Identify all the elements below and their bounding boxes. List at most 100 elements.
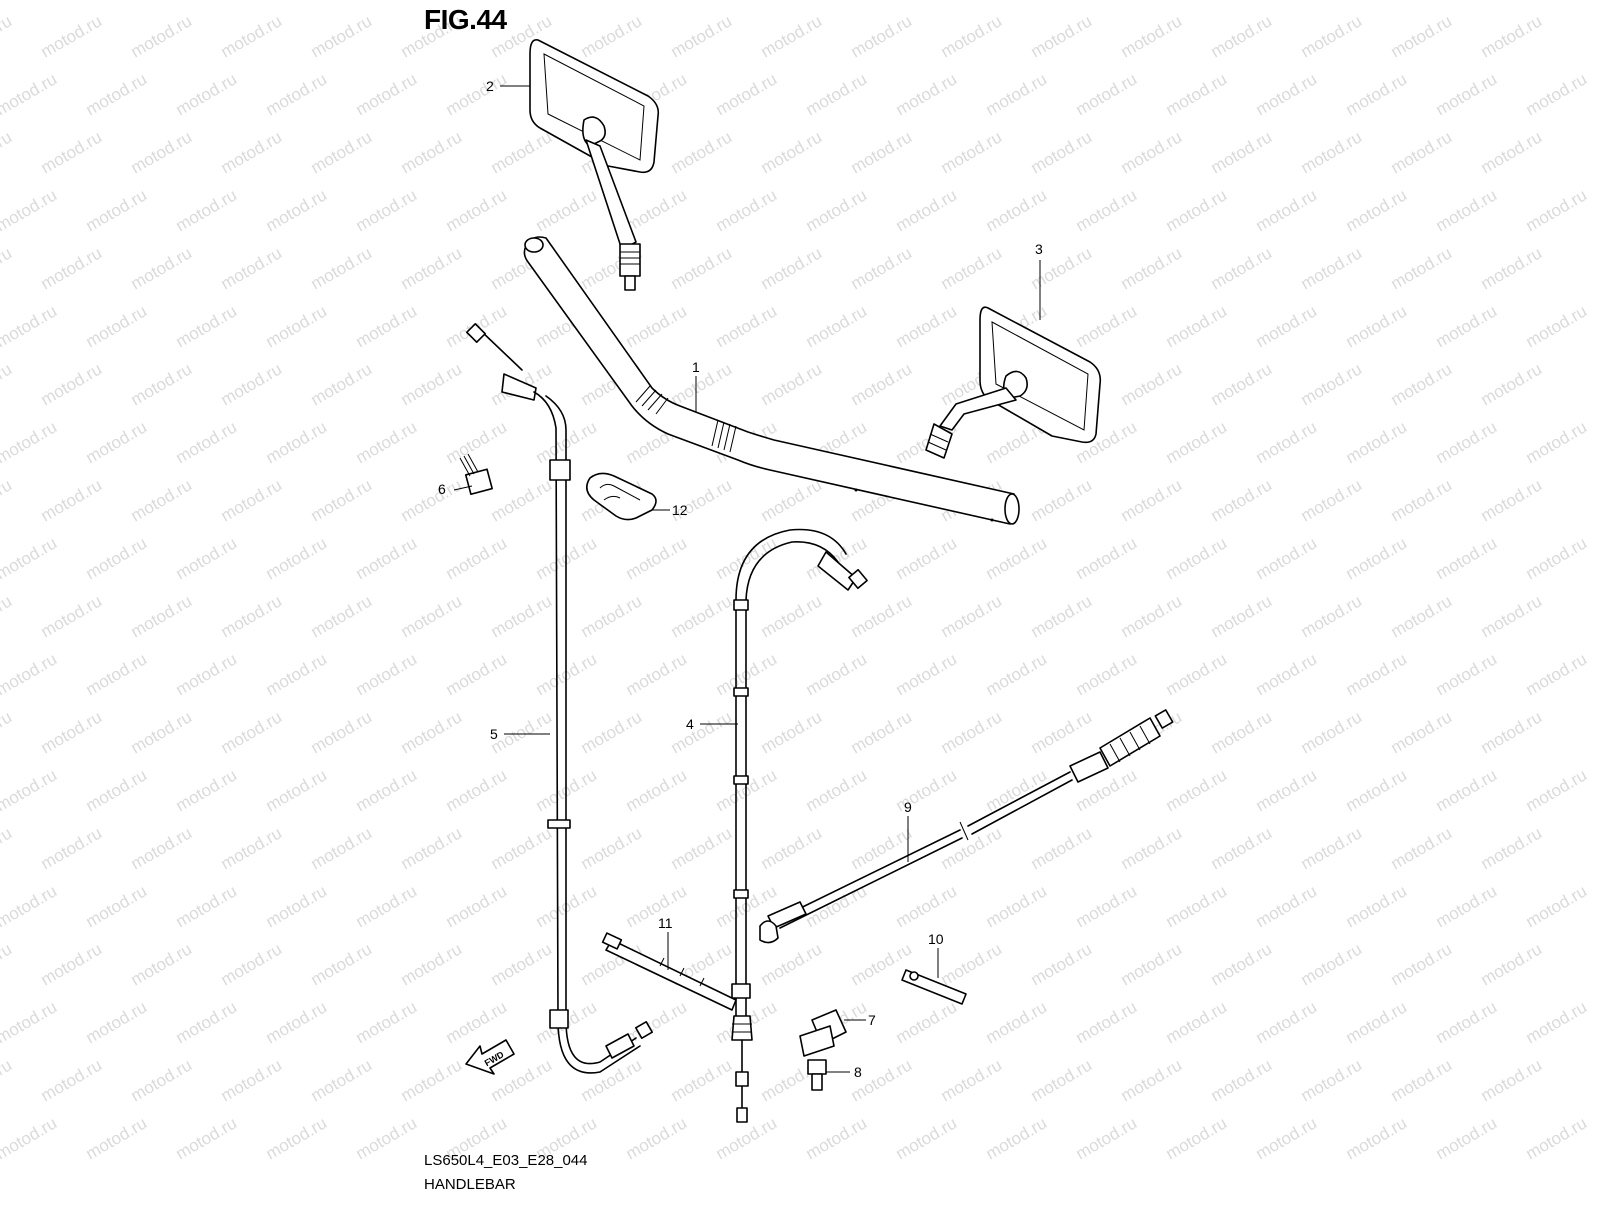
- watermark-text: motod.ru: [623, 1113, 691, 1163]
- watermark-text: motod.ru: [1523, 1113, 1591, 1163]
- watermark-text: motod.ru: [1478, 591, 1546, 641]
- watermark-text: motod.ru: [1433, 0, 1501, 3]
- watermark-text: motod.ru: [1298, 939, 1366, 989]
- watermark-text: motod.ru: [1208, 707, 1276, 757]
- watermark-text: motod.ru: [263, 1113, 331, 1163]
- watermark-text: motod.ru: [1298, 591, 1366, 641]
- callout-4: 4: [686, 716, 694, 732]
- watermark-text: motod.ru: [1208, 127, 1276, 177]
- watermark-text: motod.ru: [0, 417, 60, 467]
- watermark-text: motod.ru: [38, 1055, 106, 1105]
- watermark-text: motod.ru: [1343, 417, 1411, 467]
- watermark-text: motod.ru: [668, 823, 736, 873]
- watermark-text: motod.ru: [983, 185, 1051, 235]
- watermark-text: motod.ru: [398, 243, 466, 293]
- watermark-text: motod.ru: [578, 591, 646, 641]
- part-9-clutch-cable: [759, 709, 1174, 944]
- watermark-text: motod.ru: [443, 997, 511, 1047]
- watermark-text: motod.ru: [1118, 11, 1186, 61]
- watermark-text: motod.ru: [398, 823, 466, 873]
- watermark-text: motod.ru: [1028, 707, 1096, 757]
- watermark-text: motod.ru: [1388, 127, 1456, 177]
- watermark-text: motod.ru: [443, 185, 511, 235]
- watermark-text: motod.ru: [893, 649, 961, 699]
- watermark-text: motod.ru: [398, 359, 466, 409]
- watermark-text: motod.ru: [38, 243, 106, 293]
- watermark-text: motod.ru: [1433, 765, 1501, 815]
- watermark-text: motod.ru: [83, 881, 151, 931]
- watermark-text: motod.ru: [443, 0, 511, 3]
- watermark-text: motod.ru: [488, 823, 556, 873]
- watermark-text: motod.ru: [308, 359, 376, 409]
- watermark-text: motod.ru: [1208, 591, 1276, 641]
- watermark-text: motod.ru: [668, 591, 736, 641]
- watermark-text: motod.ru: [1163, 0, 1231, 3]
- watermark-text: motod.ru: [1028, 475, 1096, 525]
- watermark-text: motod.ru: [173, 533, 241, 583]
- callout-2: 2: [486, 78, 494, 94]
- watermark-text: motod.ru: [1523, 997, 1591, 1047]
- watermark-text: motod.ru: [1253, 881, 1321, 931]
- watermark-text: motod.ru: [353, 765, 421, 815]
- watermark-text: motod.ru: [1523, 765, 1591, 815]
- watermark-text: motod.ru: [1478, 939, 1546, 989]
- watermark-text: motod.ru: [623, 533, 691, 583]
- watermark-text: motod.ru: [758, 359, 826, 409]
- watermark-text: motod.ru: [803, 185, 871, 235]
- watermark-text: motod.ru: [263, 649, 331, 699]
- watermark-text: motod.ru: [128, 591, 196, 641]
- watermark-text: motod.ru: [1073, 997, 1141, 1047]
- watermark-text: motod.ru: [0, 475, 15, 525]
- watermark-text: motod.ru: [893, 765, 961, 815]
- watermark-text: motod.ru: [1433, 1113, 1501, 1163]
- watermark-text: motod.ru: [263, 417, 331, 467]
- watermark-text: motod.ru: [0, 1055, 15, 1105]
- watermark-text: motod.ru: [893, 0, 961, 3]
- watermark-text: motod.ru: [1028, 11, 1096, 61]
- watermark-text: motod.ru: [1343, 185, 1411, 235]
- watermark-text: motod.ru: [128, 475, 196, 525]
- watermark-text: motod.ru: [353, 649, 421, 699]
- watermark-text: motod.ru: [848, 127, 916, 177]
- watermark-text: motod.ru: [1298, 823, 1366, 873]
- watermark-text: motod.ru: [1073, 301, 1141, 351]
- watermark-text: motod.ru: [623, 185, 691, 235]
- watermark-text: motod.ru: [353, 301, 421, 351]
- watermark-text: motod.ru: [1523, 533, 1591, 583]
- watermark-text: motod.ru: [308, 823, 376, 873]
- callout-leaders: [453, 85, 1041, 1073]
- watermark-text: motod.ru: [218, 11, 286, 61]
- watermark-text: motod.ru: [848, 591, 916, 641]
- watermark-text: motod.ru: [1433, 185, 1501, 235]
- watermark-text: motod.ru: [1388, 823, 1456, 873]
- watermark-text: motod.ru: [173, 0, 241, 3]
- watermark-text: motod.ru: [218, 939, 286, 989]
- watermark-text: motod.ru: [1253, 0, 1321, 3]
- watermark-text: motod.ru: [308, 11, 376, 61]
- watermark-text: motod.ru: [1163, 649, 1231, 699]
- watermark-text: motod.ru: [803, 301, 871, 351]
- watermark-text: motod.ru: [128, 1055, 196, 1105]
- watermark-text: motod.ru: [128, 939, 196, 989]
- watermark-text: motod.ru: [1298, 11, 1366, 61]
- watermark-text: motod.ru: [1433, 533, 1501, 583]
- watermark-text: motod.ru: [1343, 533, 1411, 583]
- watermark-text: motod.ru: [1118, 359, 1186, 409]
- watermark-text: motod.ru: [443, 765, 511, 815]
- watermark-text: motod.ru: [1118, 127, 1186, 177]
- watermark-text: motod.ru: [1388, 707, 1456, 757]
- watermark-text: motod.ru: [1253, 417, 1321, 467]
- part-12-clip: [586, 472, 657, 521]
- watermark-text: motod.ru: [938, 127, 1006, 177]
- watermark-text: motod.ru: [1478, 823, 1546, 873]
- watermark-text: motod.ru: [83, 0, 151, 3]
- watermark-text: motod.ru: [0, 649, 60, 699]
- figure-title: FIG.44: [424, 4, 507, 35]
- watermark-text: motod.ru: [218, 475, 286, 525]
- watermark-text: motod.ru: [83, 417, 151, 467]
- watermark-text: motod.ru: [1298, 359, 1366, 409]
- part-10-clamp: [901, 969, 967, 1005]
- watermark-text: motod.ru: [488, 127, 556, 177]
- watermark-text: motod.ru: [1343, 69, 1411, 119]
- watermark-text: motod.ru: [38, 359, 106, 409]
